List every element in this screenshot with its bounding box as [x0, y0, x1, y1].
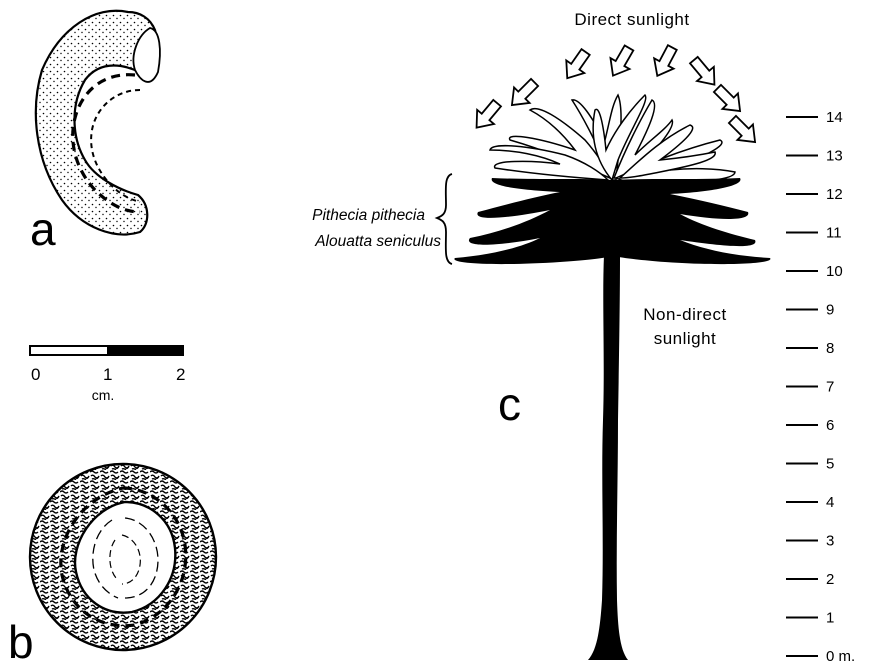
sun-arrow [468, 96, 505, 135]
height-tick-label: 2 [826, 571, 834, 588]
height-tick-label: 9 [826, 302, 834, 319]
height-tick-label: 4 [826, 494, 834, 511]
height-tick-label: 0 m. [826, 648, 855, 665]
height-tick-label: 1 [826, 610, 834, 627]
height-axis: 14 13 12 11 10 9 8 7 6 5 4 3 2 1 0 m. [786, 109, 855, 665]
height-tick-label: 8 [826, 340, 834, 357]
sun-arrow [725, 112, 763, 150]
height-tick-label: 10 [826, 263, 843, 280]
panel-b-drawing: b [8, 464, 216, 667]
sun-arrow [558, 46, 594, 85]
scale-tick-2: 2 [176, 365, 186, 384]
height-tick-label: 6 [826, 417, 834, 434]
species-pithecia: Pithecia pithecia [312, 207, 425, 224]
direct-sunlight-label: Direct sunlight [574, 10, 689, 29]
panel-c-label: c [498, 378, 521, 430]
scale-tick-0: 0 [31, 365, 41, 384]
scale-tick-1: 1 [103, 365, 113, 384]
scale-bar-black-segment [108, 346, 183, 355]
sun-arrow [710, 81, 748, 119]
sun-arrow [504, 75, 542, 113]
sun-arrow [648, 42, 682, 81]
non-direct-label-line2: sunlight [654, 329, 717, 348]
species-alouatta: Alouatta seniculus [314, 233, 441, 250]
scale-unit: cm. [92, 387, 115, 403]
tree-trunk [588, 255, 628, 660]
panel-a-drawing: a [30, 11, 160, 255]
height-tick-label: 3 [826, 533, 834, 550]
panel-b-label: b [8, 616, 34, 667]
species-bracket [437, 174, 452, 264]
height-tick-label: 7 [826, 379, 834, 396]
upper-crown-outline [490, 95, 735, 184]
height-tick-label: 12 [826, 186, 843, 203]
height-tick-label: 14 [826, 109, 843, 126]
panel-c-drawing: Direct sunlight [312, 10, 770, 660]
scale-bar-white-segment [30, 346, 108, 355]
non-direct-label-line1: Non-direct [643, 305, 726, 324]
lower-crown-dark [454, 178, 770, 264]
height-tick-label: 11 [826, 225, 842, 242]
scale-bar: 0 1 2 cm. [30, 346, 186, 403]
panel-a-label: a [30, 203, 56, 255]
height-tick-label: 13 [826, 148, 843, 165]
height-tick-label: 5 [826, 456, 834, 473]
sun-arrow [603, 42, 638, 81]
sun-arrow [685, 53, 722, 92]
